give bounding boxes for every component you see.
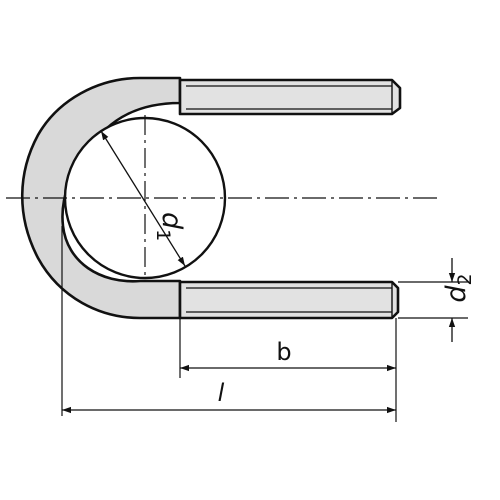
b-label: b (276, 338, 291, 366)
l-label: l (218, 379, 225, 407)
d1-dimension-line (100, 130, 186, 267)
d2-letter: d (441, 285, 472, 303)
d1-subscript: 1 (152, 229, 174, 241)
d1-label: d1 (152, 212, 187, 241)
d2-subscript: 2 (454, 273, 476, 285)
d2-label: d2 (441, 273, 476, 302)
d1-letter: d (156, 212, 187, 230)
